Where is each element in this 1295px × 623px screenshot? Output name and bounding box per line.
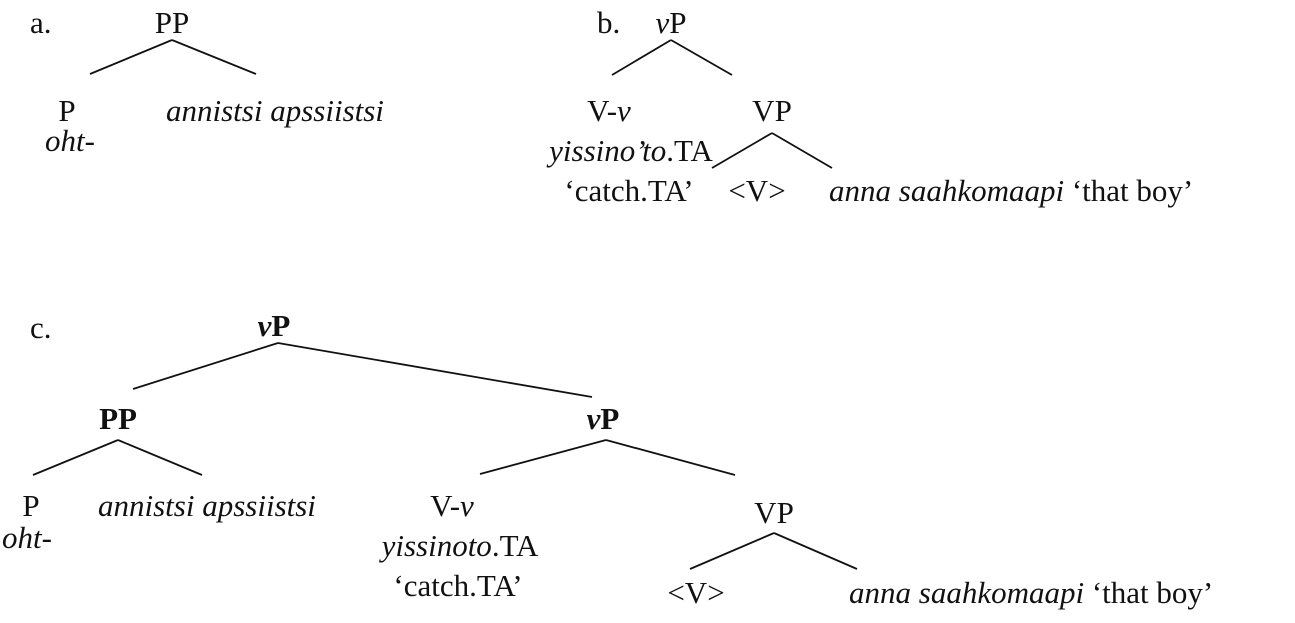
node-a-p: P [58,93,76,128]
node-c-vp-root-p: P [271,308,291,343]
word-c-anna-saahkomaapi: anna saahkomaapi [849,575,1085,610]
node-c-vp-mid: vP [587,403,620,434]
word-b-ta: .TA [666,133,713,168]
node-c-pp: PP [99,401,137,436]
node-b-vp2: VP [752,93,792,128]
node-c-vp-mid-p: P [600,401,620,436]
node-c-vp-root: vP [258,310,291,341]
word-b-yissinoto: yissino’to [549,133,667,168]
branch-b-vp-vp [670,39,733,76]
branch-b-vp-obj [771,132,833,169]
node-c-vp-root-v: v [257,308,272,343]
word-b-anna-saahkomaapi: anna saahkomaapi [829,173,1065,208]
trace-c-v: <V> [667,575,725,610]
branch-a-pp-p [89,39,173,75]
branch-b-vp-vv [611,39,672,76]
branch-b-vp-trace [711,132,773,169]
obj-c: anna saahkomaapi ‘that boy’ [849,577,1213,608]
node-c-little-v: v [460,488,474,523]
branch-c-vp2-vp [605,439,736,476]
node-c-vp-mid-v: v [586,401,601,436]
gloss-c-catch: ‘catch.TA’ [393,568,523,603]
gloss-c-that-boy: ‘that boy’ [1091,575,1214,610]
branch-c-vp2-vv [479,439,607,475]
example-label-a: a. [30,5,52,40]
node-b-vp-v: v [655,5,670,40]
word-c-annistsi-apssiistsi: annistsi apssiistsi [98,488,316,523]
word-c-oht: oht- [2,520,52,555]
word-c-verb: yissinoto.TA [382,530,539,561]
node-b-v-v: V-v [587,95,631,126]
branch-c-pp-p [32,439,119,476]
branch-c-vp3-obj [773,532,858,570]
gloss-b-catch: ‘catch.TA’ [564,173,694,208]
word-b-verb: yissino’to.TA [549,135,713,166]
example-label-c: c. [30,310,52,345]
node-b-little-v: v [617,93,631,128]
branch-c-pp-np [117,439,203,476]
branch-c-vp3-trace [689,532,775,570]
branch-a-pp-np [171,39,257,75]
node-b-vp-p: P [669,5,687,40]
trace-b-v: <V> [728,173,786,208]
node-c-vp: VP [754,495,794,530]
word-a-oht: oht- [45,123,95,158]
node-c-v: V- [430,488,461,523]
word-c-yissinoto: yissinoto [381,528,492,563]
obj-b: anna saahkomaapi ‘that boy’ [829,175,1193,206]
branch-c-vp-pp [132,342,279,390]
example-label-b: b. [597,5,621,40]
node-c-v-v: V-v [430,490,474,521]
node-b-v: V- [587,93,618,128]
word-a-annistsi-apssiistsi: annistsi apssiistsi [166,93,384,128]
node-c-p: P [22,488,40,523]
node-a-pp: PP [154,5,190,40]
node-b-vp: vP [655,7,686,38]
branch-c-vp-vp [277,342,593,398]
word-c-ta: .TA [491,528,539,563]
gloss-b-that-boy: ‘that boy’ [1071,173,1194,208]
